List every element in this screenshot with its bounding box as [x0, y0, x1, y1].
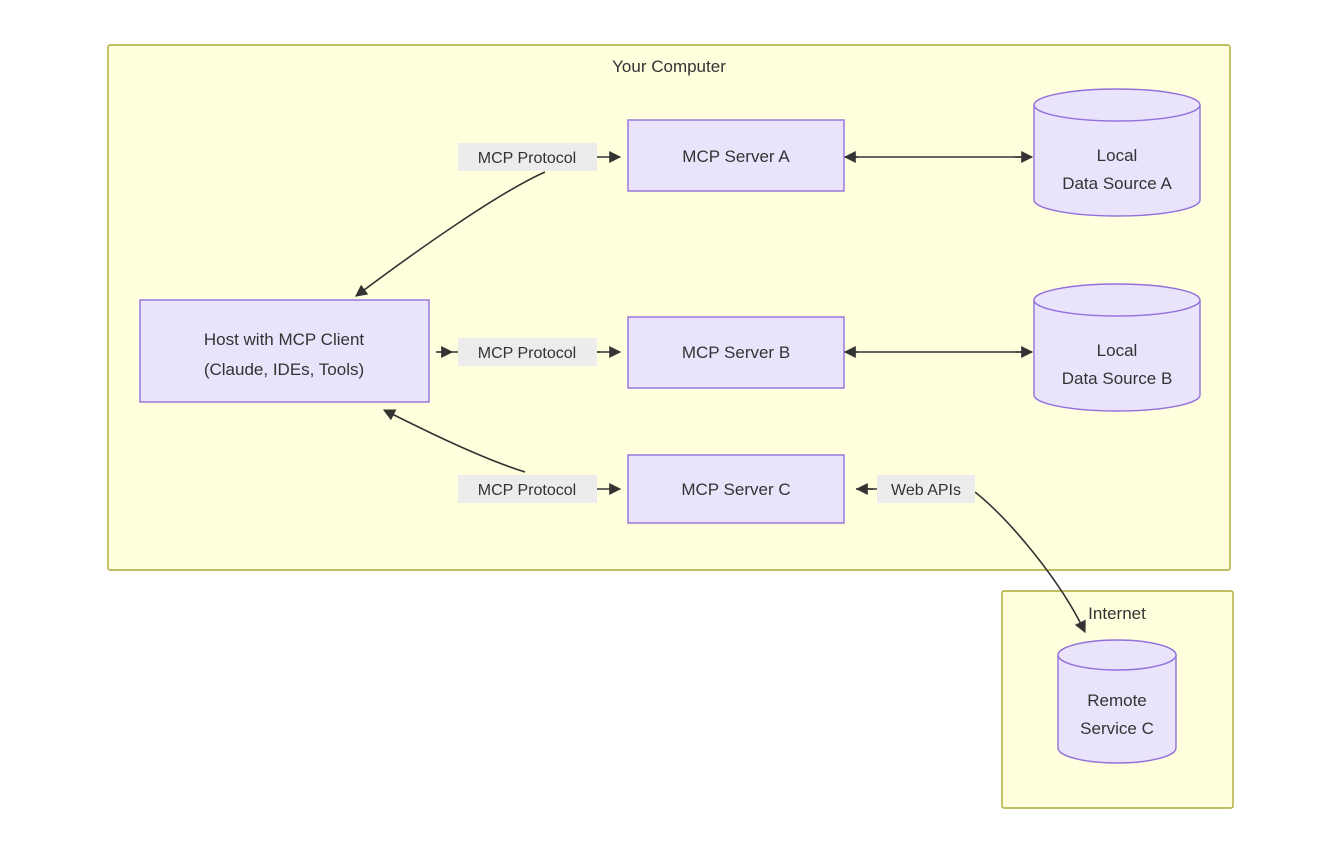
- edge-label-host-server-a: MCP Protocol: [458, 143, 597, 171]
- node-mcp-server-c-label: MCP Server C: [681, 480, 790, 499]
- node-mcp-server-b-rect[interactable]: [627, 316, 845, 389]
- node-host-with-mcp-client-line1: Host with MCP Client: [204, 330, 365, 349]
- node-mcp-server-c-rect[interactable]: [627, 454, 845, 524]
- cluster-internet-label: Internet: [1088, 604, 1146, 623]
- node-local-data-source-a[interactable]: Local Data Source A: [1033, 88, 1201, 217]
- edge-host-server-c: [382, 409, 622, 495]
- cluster-your-computer-rect: [107, 44, 1231, 571]
- node-local-data-source-b-top: [1033, 283, 1201, 317]
- edge-label-web-apis-bg: [877, 475, 975, 503]
- edge-host-server-c-curve: [382, 409, 526, 473]
- edge-label-host-server-a-bg: [458, 143, 597, 171]
- cluster-your-computer: Your Computer: [107, 44, 1231, 571]
- node-host-with-mcp-client[interactable]: Host with MCP Client (Claude, IDEs, Tool…: [139, 299, 430, 403]
- edge-label-host-server-c-bg: [458, 475, 597, 503]
- edge-label-host-server-a-text: MCP Protocol: [478, 150, 576, 167]
- node-mcp-server-b-label: MCP Server B: [682, 343, 790, 362]
- edge-server-c-remote-service-c-curve: [974, 491, 1086, 634]
- node-local-data-source-b-body[interactable]: [1033, 299, 1201, 412]
- node-host-with-mcp-client-rect[interactable]: [139, 299, 430, 403]
- node-mcp-server-a[interactable]: MCP Server A: [627, 119, 845, 192]
- node-local-data-source-a-top: [1033, 88, 1201, 122]
- node-remote-service-c[interactable]: Remote Service C: [1057, 639, 1177, 764]
- node-mcp-server-c[interactable]: MCP Server C: [627, 454, 845, 524]
- edge-label-host-server-c: MCP Protocol: [458, 475, 597, 503]
- node-local-data-source-a-line2: Data Source A: [1062, 174, 1172, 193]
- edge-label-host-server-b-text: MCP Protocol: [478, 345, 576, 362]
- node-local-data-source-a-line1: Local: [1097, 146, 1138, 165]
- node-remote-service-c-line1: Remote: [1087, 691, 1147, 710]
- edge-label-web-apis-text: Web APIs: [891, 482, 961, 499]
- node-host-with-mcp-client-line2: (Claude, IDEs, Tools): [204, 360, 364, 379]
- node-local-data-source-a-body[interactable]: [1033, 104, 1201, 217]
- edge-host-server-a-curve: [355, 171, 546, 297]
- node-local-data-source-b[interactable]: Local Data Source B: [1033, 283, 1201, 412]
- node-local-data-source-b-line2: Data Source B: [1062, 369, 1173, 388]
- node-remote-service-c-body[interactable]: [1057, 654, 1177, 764]
- edge-label-host-server-c-text: MCP Protocol: [478, 482, 576, 499]
- node-mcp-server-b[interactable]: MCP Server B: [627, 316, 845, 389]
- edge-server-c-remote-service-c: [855, 483, 1086, 634]
- node-remote-service-c-line2: Service C: [1080, 719, 1154, 738]
- node-mcp-server-a-rect[interactable]: [627, 119, 845, 192]
- edge-label-host-server-b: MCP Protocol: [458, 338, 597, 366]
- edge-host-server-a: [355, 151, 622, 297]
- node-remote-service-c-top: [1057, 639, 1177, 671]
- edge-label-web-apis: Web APIs: [877, 475, 975, 503]
- edge-label-host-server-b-bg: [458, 338, 597, 366]
- node-mcp-server-a-label: MCP Server A: [682, 147, 790, 166]
- node-local-data-source-b-line1: Local: [1097, 341, 1138, 360]
- cluster-your-computer-label: Your Computer: [612, 57, 726, 76]
